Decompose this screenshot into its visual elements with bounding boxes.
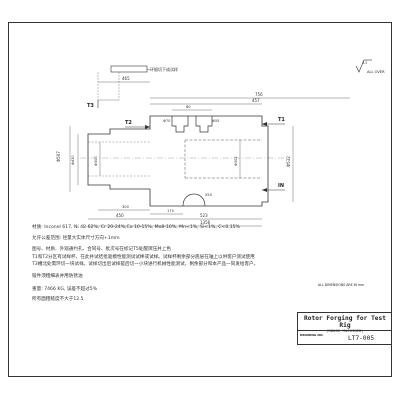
- dim-457: 457: [252, 98, 260, 103]
- dim-300: 300: [122, 205, 130, 209]
- tag-t1-label: T1: [278, 117, 285, 123]
- surface-finish-symbol: 3.2: [355, 59, 372, 73]
- ring-groove: [182, 193, 206, 207]
- dim-phi430: Φ430: [71, 155, 75, 165]
- dim-1356: 1356: [200, 220, 211, 225]
- dim-450: 450: [116, 213, 124, 218]
- note-specimen-t3: T3槽北处需环切一块试样。试样切出后试样搓后切一小块进行机械性能测试，剩余部分和…: [32, 262, 259, 267]
- dim-523: 523: [200, 213, 208, 218]
- tag-t3-label: T3: [87, 103, 94, 109]
- dim-phi70: Φ70: [163, 119, 171, 123]
- dim-465: 465: [122, 76, 130, 81]
- dim-phi302: Φ302: [234, 156, 238, 166]
- tag-in-label: IN: [278, 183, 284, 189]
- drawing-number: LT7-005: [348, 335, 375, 342]
- dim-80: 80: [186, 105, 191, 109]
- dim-phi55: Φ55: [212, 119, 219, 123]
- title-box: Rotor Forging for Test Rig (ROUGH MACHIN…: [297, 312, 392, 333]
- t-slot-left: [171, 116, 189, 133]
- note-marking: 图号、材质、外观通约孔、合同号、批次号在标记T5处醒牌压并上色: [32, 247, 171, 252]
- tag-in: IN: [262, 183, 285, 192]
- callout-text: 环锻切下成试样: [150, 66, 178, 72]
- dim-175: 175: [167, 209, 174, 213]
- dim-756: 756: [255, 92, 263, 97]
- drawing-title: Rotor Forging for Test Rig: [304, 315, 386, 329]
- dim-phi507: Φ507: [56, 151, 61, 162]
- note-tolerance: 允许公差范围: 径量大实体尺寸方向+1mm: [32, 236, 120, 241]
- rotor-outline: [87, 115, 269, 207]
- note-weight: 重量: 7466 KG, 误差不超过5%: [32, 287, 98, 292]
- drawing-number-box: DRAWING NO. LT7-005: [297, 330, 392, 345]
- drawing-subtitle: (ROUGH MACHINED): [326, 329, 364, 333]
- dim-ring: 550: [205, 193, 213, 197]
- drawing-number-label: DRAWING NO.: [300, 333, 324, 337]
- dim-phi532: Φ532: [286, 156, 291, 167]
- note-rust: 锻件须粗细表并用防锈油: [32, 274, 83, 279]
- note-roughness: 所有面粗糙度不大于12.5: [32, 297, 84, 302]
- note-material: 材质: Inconel 617, Ni 48-62%, Cr 20-24%,Co…: [32, 225, 240, 230]
- dimension-unit-note: ALL DIMENSIONS ARE IN mm: [318, 283, 365, 287]
- tag-t2: T2: [125, 120, 150, 129]
- all-over-label: ALL OVER: [367, 70, 385, 74]
- dim-phi300: Φ300: [94, 156, 98, 166]
- tag-t2-label: T2: [125, 120, 132, 126]
- drawing-sheet: [8, 22, 392, 377]
- surface-finish-value: 3.2: [362, 61, 367, 65]
- title-block: Rotor Forging for Test Rig (ROUGH MACHIN…: [297, 312, 392, 377]
- t-slot-right: [195, 116, 213, 133]
- tag-t1: T1: [262, 117, 285, 126]
- tag-t3: T3: [87, 100, 99, 109]
- note-specimens-t1-t2: T1和T2分区有试样杯，在此并试结批驱模性能测试试棒或试样。试样杯剩余部分底层在…: [32, 255, 255, 260]
